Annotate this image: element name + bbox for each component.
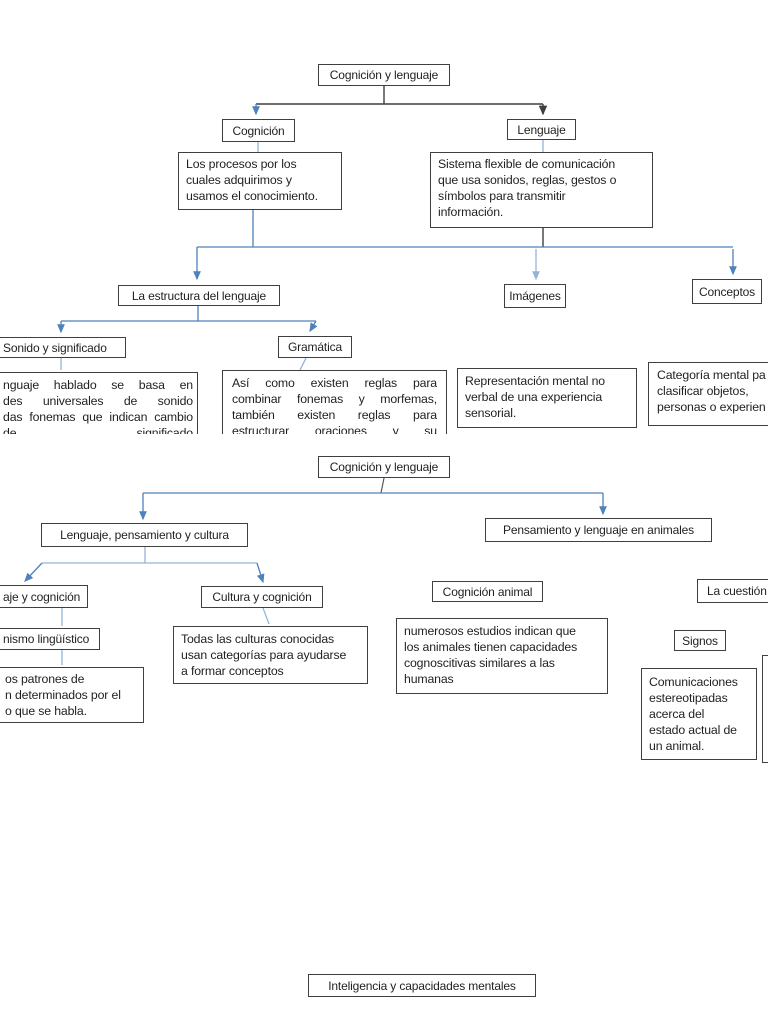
def-determinismo: os patrones de n determinados por el o q… xyxy=(0,667,144,723)
node-cognicion-y-lenguaje-1: Cognición y lenguaje xyxy=(318,64,450,86)
node-inteligencia-capacidades-mentales: Inteligencia y capacidades mentales xyxy=(308,974,536,997)
node-lenguaje: Lenguaje xyxy=(507,119,576,140)
node-determinismo-linguistico: nismo lingüístico xyxy=(0,628,100,650)
node-sonido-y-significado: Sonido y significado xyxy=(0,337,126,358)
def-line: también existen reglas para xyxy=(232,408,437,422)
def-line: verbal de una experiencia xyxy=(465,390,603,404)
node-lenguaje-y-cognicion: aje y cognición xyxy=(0,585,88,608)
node-cognicion: Cognición xyxy=(222,119,295,142)
node-la-cuestion: La cuestión xyxy=(697,579,768,603)
def-line: cognoscitivas similares a las xyxy=(404,656,555,670)
def-line: personas o experien xyxy=(657,400,766,414)
node-cognicion-animal: Cognición animal xyxy=(432,581,543,602)
def-line: Así como existen reglas para xyxy=(232,376,437,390)
def-line: sensorial. xyxy=(465,406,517,420)
def-line: los animales tienen capacidades xyxy=(404,640,578,654)
def-line: un animal. xyxy=(649,739,705,753)
node-conceptos: Conceptos xyxy=(692,279,762,304)
node-imagenes: Imágenes xyxy=(504,284,566,308)
def-line: de significado xyxy=(3,426,193,434)
def-signos: Comunicaciones estereotipadas acerca del… xyxy=(641,668,757,760)
def-lenguaje: Sistema flexible de comunicación que usa… xyxy=(430,152,653,228)
node-lenguaje-pensamiento-cultura: Lenguaje, pensamiento y cultura xyxy=(41,523,248,547)
def-gramatica: Así como existen reglas para combinar fo… xyxy=(222,370,447,434)
node-gramatica: Gramática xyxy=(278,336,352,358)
def-line: que usa sonidos, reglas, gestos o xyxy=(438,173,617,187)
node-estructura-del-lenguaje: La estructura del lenguaje xyxy=(118,285,280,306)
node-cognicion-y-lenguaje-2: Cognición y lenguaje xyxy=(318,456,450,478)
def-line: Sistema flexible de comunicación xyxy=(438,157,616,171)
def-line: des universales de sonido xyxy=(3,394,193,408)
def-cultura-y-cognicion: Todas las culturas conocidas usan catego… xyxy=(173,626,368,684)
def-line: a formar conceptos xyxy=(181,664,284,678)
def-line: estado actual de xyxy=(649,723,737,737)
def-line: humanas xyxy=(404,672,454,686)
def-conceptos: Categoría mental pa clasificar objetos, … xyxy=(648,362,768,426)
def-line: usan categorías para ayudarse xyxy=(181,648,347,662)
def-line: clasificar objetos, xyxy=(657,384,749,398)
empty-box-right-edge xyxy=(762,655,768,763)
def-line: numerosos estudios indican que xyxy=(404,624,576,638)
def-line: cuales adquirimos y xyxy=(186,173,292,187)
def-cognicion-animal: numerosos estudios indican que los anima… xyxy=(396,618,608,694)
node-cultura-y-cognicion: Cultura y cognición xyxy=(201,586,323,608)
def-line: Categoría mental pa xyxy=(657,368,766,382)
diagram-1: Cognición y lenguaje Cognición Lenguaje … xyxy=(0,0,768,434)
def-line: Los procesos por los xyxy=(186,157,297,171)
def-line: das fonemas que indican cambio xyxy=(3,410,193,424)
def-line: acerca del xyxy=(649,707,705,721)
def-line: usamos el conocimiento. xyxy=(186,189,318,203)
def-line: estructurar oraciones y su xyxy=(232,424,437,434)
def-line: Comunicaciones xyxy=(649,675,738,689)
def-line: nguaje hablado se basa en xyxy=(3,378,193,392)
def-sonido: nguaje hablado se basa en des universale… xyxy=(0,372,198,434)
def-line: símbolos para transmitir xyxy=(438,189,566,203)
def-line: o que se habla. xyxy=(5,704,87,718)
def-line: estereotipadas xyxy=(649,691,728,705)
node-signos: Signos xyxy=(674,630,726,651)
def-line: información. xyxy=(438,205,504,219)
def-line: combinar fonemas y morfemas, xyxy=(232,392,437,406)
def-line: Representación mental no xyxy=(465,374,605,388)
def-line: Todas las culturas conocidas xyxy=(181,632,335,646)
def-line: n determinados por el xyxy=(5,688,121,702)
def-imagenes: Representación mental no verbal de una e… xyxy=(457,368,637,428)
node-pensamiento-lenguaje-animales: Pensamiento y lenguaje en animales xyxy=(485,518,712,542)
def-cognicion: Los procesos por los cuales adquirimos y… xyxy=(178,152,342,210)
def-line: os patrones de xyxy=(5,672,85,686)
